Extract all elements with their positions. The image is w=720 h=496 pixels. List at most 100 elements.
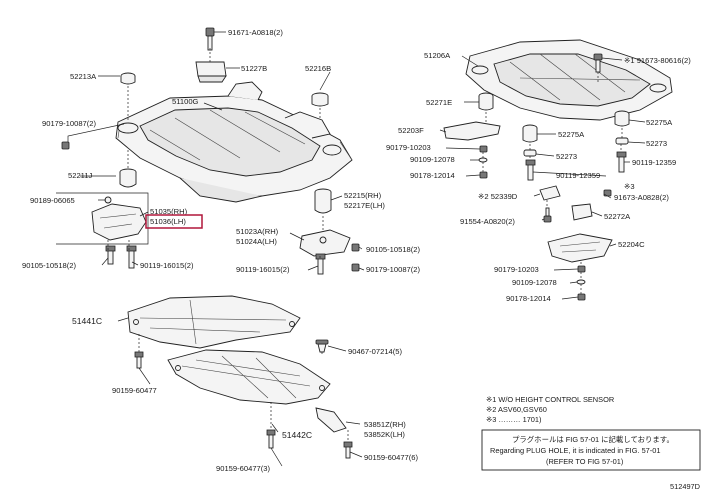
label-91671: 91671-A0818(2) <box>228 28 283 37</box>
label-90159-a: 90159-60477 <box>112 386 157 395</box>
rear-suspension-member-51206a <box>465 39 673 121</box>
label-52271e: 52271E <box>426 98 452 107</box>
cushion-52275a-center-icon <box>522 124 538 143</box>
label-90178-a: 90178-12014 <box>410 171 455 180</box>
stopper-52273-right-icon <box>615 137 629 145</box>
label-51100g: 51100G <box>172 97 199 106</box>
cushion-52215-icon <box>314 188 332 214</box>
box-note-line3: (REFER TO FIG 57-01) <box>546 457 623 466</box>
cushion-52213a-icon <box>120 72 136 85</box>
label-90189: 90189-06065 <box>30 196 75 205</box>
nut-90178-lower-icon <box>577 293 586 301</box>
bracket-52272a-icon <box>571 203 593 221</box>
label-52211j: 52211J <box>68 171 93 180</box>
label-90119-b: 90119-16015(2) <box>236 265 290 274</box>
label-91673-a: ※1 91673-80616(2) <box>624 56 691 65</box>
label-51441c: 51441C <box>72 316 102 326</box>
label-51442c: 51442C <box>282 430 312 440</box>
screw-90159-right-icon <box>343 441 353 459</box>
label-mark-3: ※3 <box>624 182 635 191</box>
label-90119-a: 90119-16015(2) <box>140 261 194 270</box>
screw-90159-lower-icon <box>266 429 276 449</box>
plug-hole-note-box: プラグホールは FIG 57-01 に記載しております。 Regarding P… <box>481 429 701 471</box>
label-90109-a: 90109-12078 <box>410 155 455 164</box>
label-52213a: 52213A <box>70 72 97 81</box>
label-52216b: 52216B <box>305 64 331 73</box>
cushion-52271e-icon <box>478 92 494 111</box>
member-bracket-51035-icon <box>91 196 147 241</box>
label-90467: 90467-07214(5) <box>348 347 403 356</box>
label-90178-b: 90178-12014 <box>506 294 551 303</box>
bolt-90105-icon <box>105 245 116 265</box>
label-90109-b: 90109-12078 <box>512 278 557 287</box>
note-1: ※1 W/O HEIGHT CONTROL SENSOR <box>486 395 614 404</box>
note-3: ※3 ……… 1701) <box>486 415 541 424</box>
label-53852k: 53852K(LH) <box>364 430 405 439</box>
label-52275a-center: 52275A <box>558 130 585 139</box>
bolt-90119-lower-icon <box>315 253 326 275</box>
label-53851z: 53851Z(RH) <box>364 420 406 429</box>
label-90119-d: 90119-12359 <box>556 171 600 180</box>
label-90119-c: 90119-12359 <box>632 158 676 167</box>
label-52273-center: 52273 <box>556 152 577 161</box>
label-52215: 52215(RH) <box>344 191 382 200</box>
bolt-90119-12359-right-icon <box>616 151 627 173</box>
bracket-51023a-icon <box>299 229 351 257</box>
cushion-52216b-icon <box>311 92 329 107</box>
bracket-52339d-icon <box>539 185 561 201</box>
label-52275a-right: 52275A <box>646 118 673 127</box>
bolt-90119-12359-center-icon <box>525 159 536 181</box>
bracket-52204c-icon <box>547 233 613 263</box>
nut-90179-right-icon <box>351 263 360 272</box>
label-51206a: 51206A <box>424 51 451 60</box>
figure-code: 512497D <box>670 482 700 491</box>
engine-under-cover-51442c <box>167 349 331 405</box>
nut-90179-icon <box>61 141 70 150</box>
label-90105-a: 90105-10518(2) <box>22 261 77 270</box>
bolt-90105-right-icon <box>351 243 360 252</box>
front-crossmember-51100g <box>115 81 353 203</box>
label-51035: 51035(RH) <box>150 207 188 216</box>
cushion-52211j-icon <box>119 168 137 188</box>
label-91554: 91554-A0820(2) <box>460 217 515 226</box>
label-52217e: 52217E(LH) <box>344 201 385 210</box>
label-52339d: ※2 52339D <box>478 192 518 201</box>
bracket-52203f-icon <box>443 121 501 141</box>
label-90159-c: 90159-60477(6) <box>364 453 419 462</box>
part-labels: 91671-A0818(2) 52213A 51227B 52216B 5110… <box>22 28 691 473</box>
label-90179-b: 90179-10087(2) <box>366 265 421 274</box>
label-52204c: 52204C <box>618 240 645 249</box>
highlight-box <box>145 214 203 229</box>
label-91673-b: 91673-A0828(2) <box>614 193 669 202</box>
label-51036: 51036(LH) <box>150 217 186 226</box>
bolt-90179-lower-icon <box>577 265 586 273</box>
label-90179-a: 90179-10087(2) <box>42 119 97 128</box>
box-note-line1: プラグホールは FIG 57-01 に記載しております。 <box>512 435 674 444</box>
label-51024a: 51024A(LH) <box>236 237 277 246</box>
bolt-91673-a0828-icon <box>603 189 612 197</box>
bolt-91671-icon <box>205 27 215 51</box>
bracket-51227b-icon <box>195 61 227 83</box>
engine-under-cover-51441c <box>127 295 301 349</box>
label-52273-right: 52273 <box>646 139 667 148</box>
label-90105-b: 90105-10518(2) <box>366 245 421 254</box>
nut-90178-icon <box>479 171 488 179</box>
label-52272a: 52272A <box>604 212 631 221</box>
bolt-90119-icon <box>126 245 137 269</box>
clip-90467-icon <box>315 339 329 353</box>
label-52203f: 52203F <box>398 126 424 135</box>
label-90159-b: 90159-60477(3) <box>216 464 271 473</box>
bolt-91554-icon <box>543 207 552 223</box>
label-51227b: 51227B <box>241 64 267 73</box>
label-90179-d: 90179-10203 <box>494 265 539 274</box>
screw-90159-left-icon <box>134 351 144 369</box>
bolt-90179-10203-icon <box>479 145 488 153</box>
seal-53851z-icon <box>315 407 347 433</box>
cushion-52275a-right-icon <box>614 110 630 127</box>
washer-90109-icon <box>478 157 488 163</box>
stopper-52273-center-icon <box>523 149 537 157</box>
box-note-line2: Regarding PLUG HOLE, it is indicated in … <box>490 446 660 455</box>
footnotes: ※1 W/O HEIGHT CONTROL SENSOR ※2 ASV60,GS… <box>486 395 614 424</box>
label-51023a: 51023A(RH) <box>236 227 279 236</box>
